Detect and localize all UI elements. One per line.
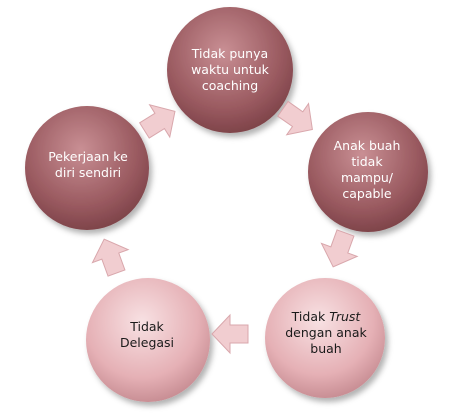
node-text-line: coaching [201, 78, 259, 93]
node-text-line: Delegasi [119, 335, 175, 350]
node-text-line: Tidak Trust [285, 309, 367, 325]
node-label-waktu: Tidak punya waktu untuk coaching [168, 30, 292, 110]
arrow-delegasi-to-sendiri [85, 232, 135, 281]
node-label-delegasi: Tidak Delegasi [92, 305, 202, 365]
node-text-line: Tidak [130, 319, 164, 334]
node-text-line: Anak buah [333, 138, 401, 153]
node-label-trust: Tidak Trust dengan anak buah [266, 298, 386, 368]
arrow-trust-to-delegasi [211, 314, 249, 354]
node-circle-mampu [308, 112, 428, 232]
node-circle-delegasi [86, 278, 210, 402]
arrow-mampu-to-trust [314, 225, 364, 274]
node-text-part: Tidak [291, 309, 330, 324]
node-text-line: mampu/ [340, 170, 394, 185]
node-label-mampu: Anak buah tidak mampu/ capable [312, 130, 422, 210]
node-text-line: tidak [351, 154, 383, 169]
node-text-emphasis: Trust [329, 309, 361, 324]
node-text-line: buah [310, 341, 342, 356]
node-text-line: diri sendiri [54, 165, 122, 180]
node-circle-waktu [167, 7, 293, 133]
node-circle-trust [265, 278, 385, 398]
node-label-sendiri: Pekerjaan ke diri sendiri [28, 130, 148, 200]
node-text-line: Pekerjaan ke [48, 149, 128, 164]
node-text-line: dengan anak [285, 325, 367, 340]
node-text-line: capable [342, 186, 392, 201]
node-text-line: waktu untuk [191, 62, 269, 77]
node-circle-sendiri [25, 106, 149, 230]
node-text-line: Tidak punya [191, 46, 269, 61]
